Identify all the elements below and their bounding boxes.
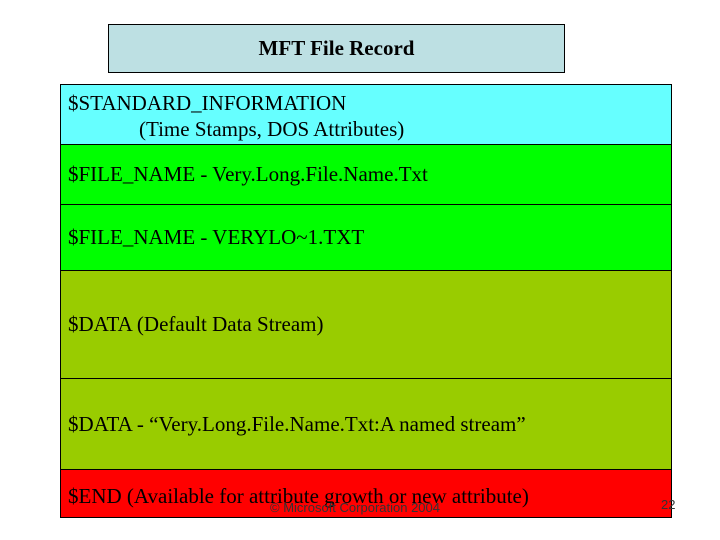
file-name-long-label: $FILE_NAME - Very.Long.File.Name.Txt bbox=[68, 162, 428, 186]
row-data-default: $DATA (Default Data Stream) bbox=[60, 271, 672, 379]
page-number: 22 bbox=[661, 497, 676, 512]
data-named-label: $DATA - “Very.Long.File.Name.Txt:A named… bbox=[68, 411, 526, 436]
copyright-footer: © Microsoft Corporation 2004 bbox=[270, 500, 440, 515]
mft-record-stack: $STANDARD_INFORMATION (Time Stamps, DOS … bbox=[60, 84, 672, 518]
end-label: $END (Available for attribute growth or … bbox=[68, 484, 529, 508]
row-file-name-short: $FILE_NAME - VERYLO~1.TXT bbox=[60, 205, 672, 271]
row-data-named: $DATA - “Very.Long.File.Name.Txt:A named… bbox=[60, 379, 672, 470]
row-standard-information: $STANDARD_INFORMATION (Time Stamps, DOS … bbox=[60, 84, 672, 145]
row-file-name-long: $FILE_NAME - Very.Long.File.Name.Txt bbox=[60, 145, 672, 205]
standard-information-detail: (Time Stamps, DOS Attributes) bbox=[139, 117, 405, 141]
mft-file-record-title: MFT File Record bbox=[108, 24, 565, 73]
data-default-label: $DATA (Default Data Stream) bbox=[68, 312, 324, 336]
row-end: $END (Available for attribute growth or … bbox=[60, 470, 672, 518]
file-name-short-label: $FILE_NAME - VERYLO~1.TXT bbox=[68, 225, 365, 249]
standard-information-label: $STANDARD_INFORMATION bbox=[68, 91, 347, 115]
